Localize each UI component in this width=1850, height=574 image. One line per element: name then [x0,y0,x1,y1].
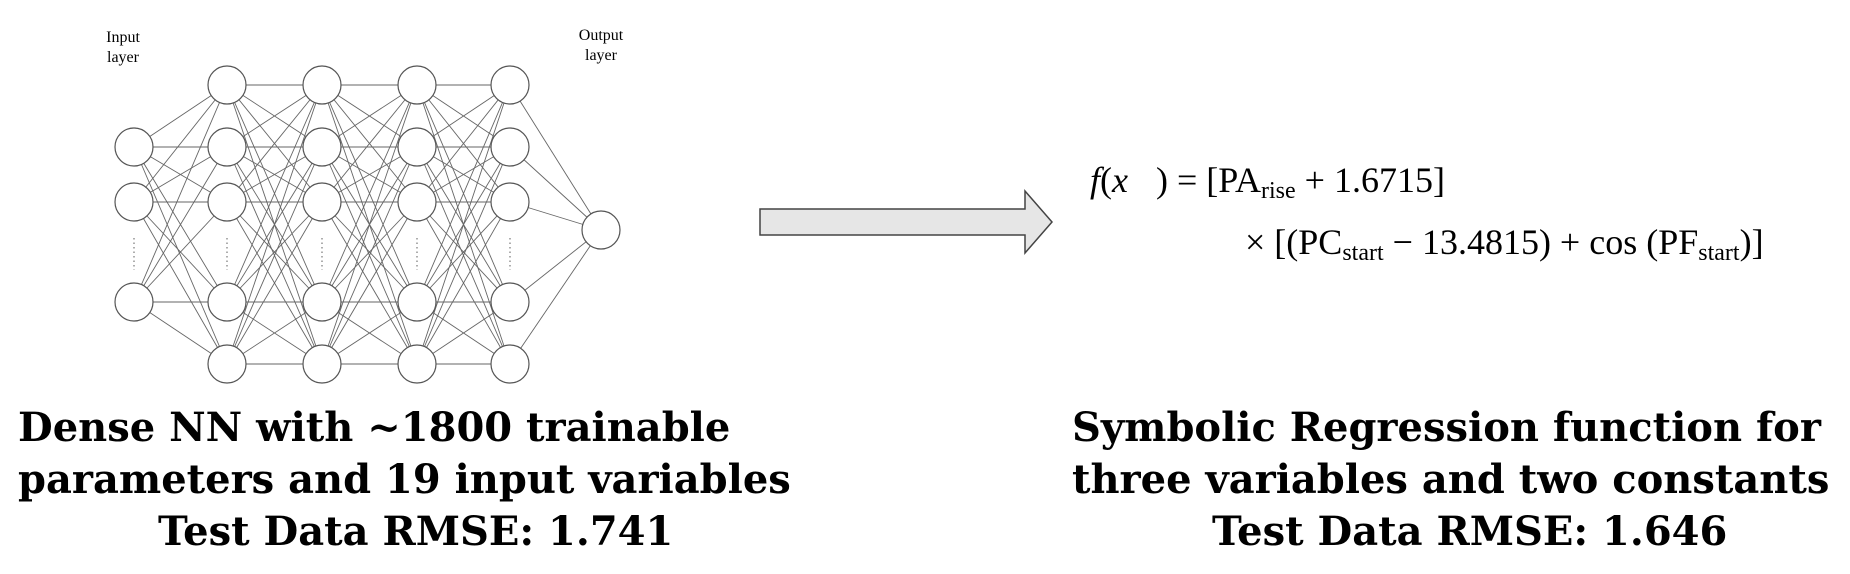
nn-edge [416,146,511,365]
formula-line1-tail: + 1.6715] [1295,160,1445,200]
nn-edge [321,84,418,203]
nn-connections [133,84,602,365]
sr-formula: f(x⃗) = [PArise + 1.6715] [1090,160,1445,203]
nn-node [397,127,437,167]
nn-edge [226,201,323,303]
nn-edge [321,146,418,365]
nn-node [302,344,342,384]
nn-node [302,127,342,167]
nn-edge [509,229,602,365]
formula-lhs: f(x⃗) = [1090,160,1207,200]
nn-edge [133,84,228,203]
nn-edge [416,201,511,303]
nn-edge [509,84,602,231]
sr-caption: Symbolic Regression function for three v… [1072,402,1829,558]
nn-edge [226,84,323,303]
nn-edge [226,201,323,365]
nn-node [490,282,530,322]
input-layer-label: Input layer [68,28,178,68]
nn-caption-line3: Test Data RMSE: 1.741 [158,508,674,555]
nn-edge [226,84,323,365]
nn-edge [133,201,228,303]
nn-node [490,65,530,105]
sr-caption-line2: three variables and two constants [1072,456,1830,503]
nn-edge [133,146,228,365]
nn-node [397,65,437,105]
nn-edge [416,201,511,365]
nn-edge [133,84,228,303]
nn-node [114,127,154,167]
formula-sub-rise: rise [1261,178,1296,204]
nn-caption-line2: parameters and 19 input variables [18,456,791,503]
nn-node [207,282,247,322]
nn-edge [133,201,228,365]
nn-node [207,127,247,167]
nn-edge [321,201,418,303]
nn-nodes [114,65,621,384]
nn-edge [416,84,511,365]
nn-node [302,182,342,222]
arrow-icon [759,188,1053,256]
formula-line1-head: [PA [1206,160,1261,200]
nn-node [397,282,437,322]
nn-node [207,65,247,105]
nn-node [581,210,621,250]
nn-node [490,127,530,167]
nn-edge [321,84,418,303]
sr-caption-line3: Test Data RMSE: 1.646 [1212,508,1728,555]
nn-node [490,182,530,222]
nn-edge [509,146,602,231]
nn-edge [226,146,323,365]
nn-edge [133,146,228,303]
nn-node [397,344,437,384]
nn-edge [226,84,323,203]
sr-formula-line2: × [(PCstart − 13.4815) + cos (PFstart)] [1245,222,1764,265]
nn-node [302,282,342,322]
nn-node [114,282,154,322]
formula-line2-tail: )] [1739,222,1764,262]
nn-node [490,344,530,384]
nn-edge [416,84,511,203]
nn-edge [416,84,511,303]
nn-edge [321,201,418,365]
sr-caption-line1: Symbolic Regression function for [1072,404,1821,451]
formula-sub-start1: start [1342,240,1384,266]
output-layer-label-line2: layer [585,47,617,64]
nn-node [207,344,247,384]
output-layer-label-line1: Output [578,27,624,44]
formula-line2-head: × [(PC [1245,222,1343,262]
output-layer-label: Output layer [546,26,656,66]
formula-sub-start2: start [1698,240,1740,266]
nn-caption: Dense NN with ~1800 trainable parameters… [18,402,791,558]
nn-node [302,65,342,105]
nn-ellipsis-dots [133,238,511,270]
nn-caption-line1: Dense NN with ~1800 trainable [18,404,731,451]
nn-edge [321,84,418,365]
input-layer-label-line1: Input [106,29,140,46]
nn-node [397,182,437,222]
nn-node [114,182,154,222]
nn-node [207,182,247,222]
formula-line2-mid: − 13.4815) + cos (PF [1383,222,1699,262]
input-layer-label-line2: layer [107,49,139,66]
